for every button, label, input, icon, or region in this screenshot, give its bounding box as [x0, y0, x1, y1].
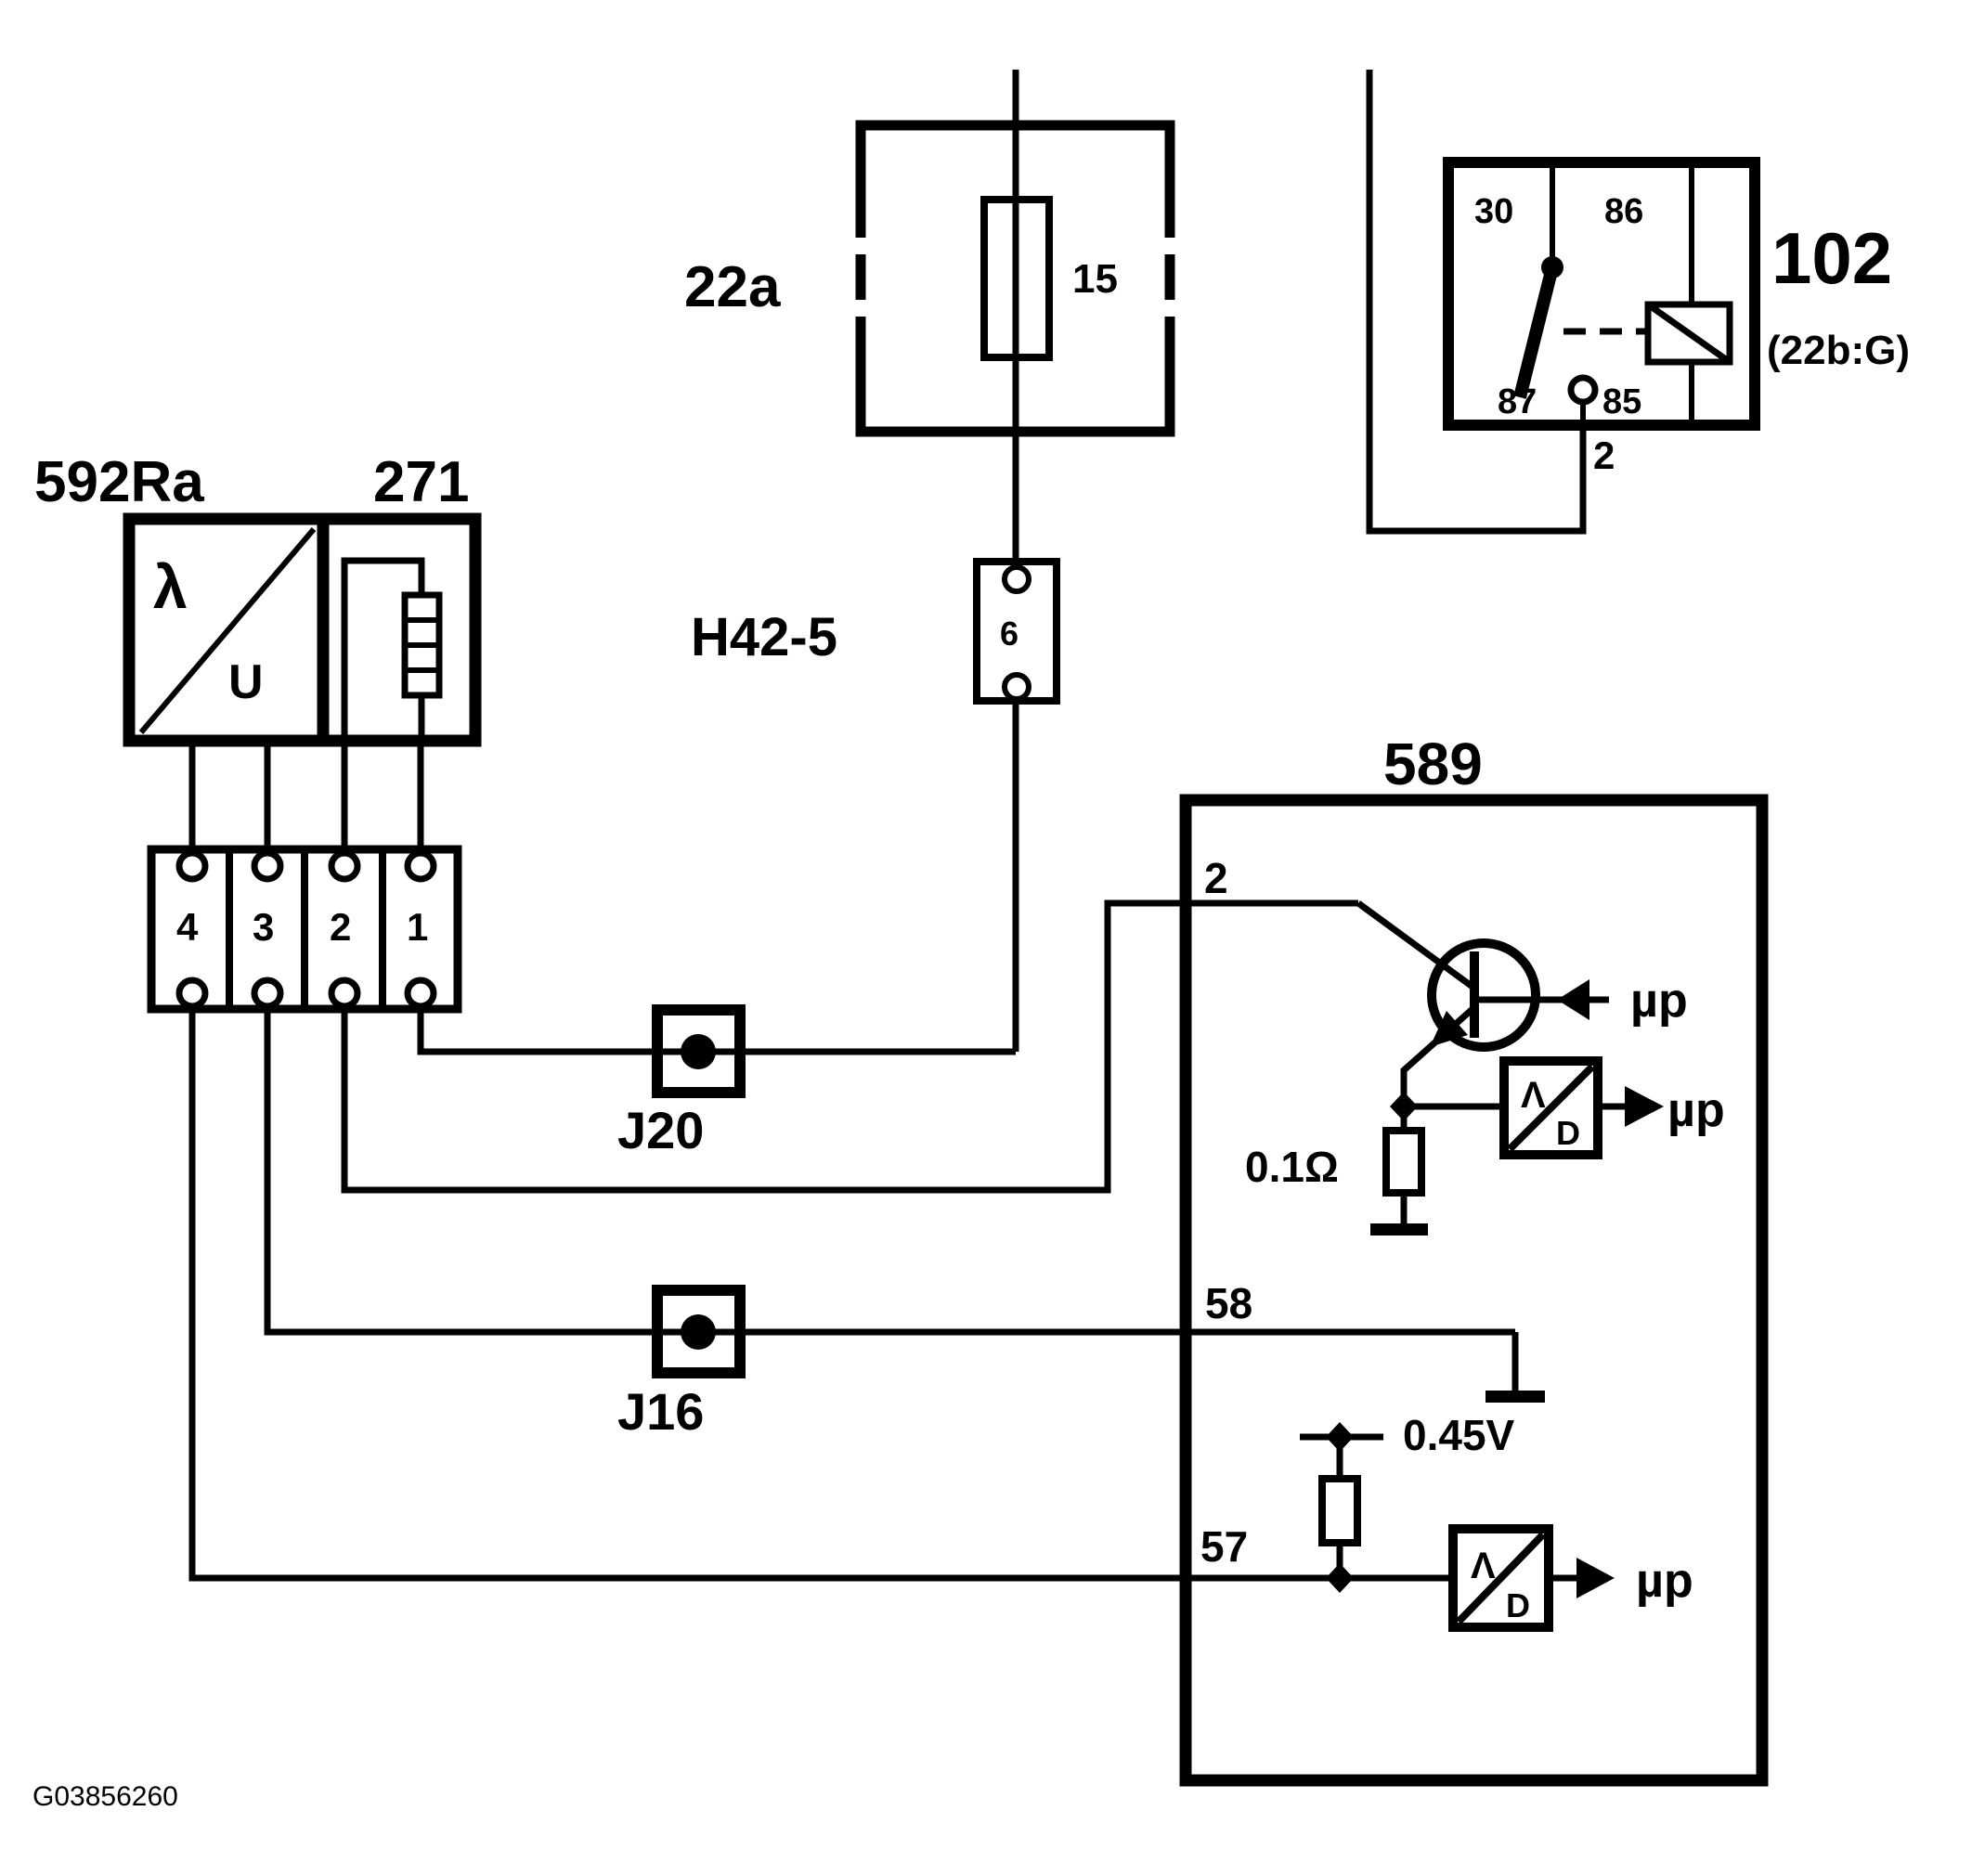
ground-bar-icon: [1370, 1223, 1428, 1236]
connector-terminal: [175, 977, 209, 1010]
relay-coil-diagonal: [1645, 302, 1732, 365]
ecu-pin57-label: 57: [1200, 1522, 1248, 1571]
j20-label: J20: [617, 1101, 704, 1159]
sensor-diagonal: [138, 527, 317, 734]
connector-pin-1: 1: [407, 905, 428, 949]
h42-terminal-top: [1002, 564, 1031, 594]
fuse-box-gap: [852, 300, 869, 317]
ecu-589: 589 2 µp Λ D µp 0.1Ω 58 57 0.45V: [1179, 731, 1769, 1787]
ad2-a-glyph: Λ: [1471, 1546, 1496, 1586]
shunt-resistor: [1382, 1127, 1425, 1197]
wire-pin2-ecu: [341, 899, 1358, 1194]
ecu-box: [1179, 794, 1769, 1787]
heater-lead-path: [341, 557, 425, 741]
ad1-diagonal: [1507, 1064, 1595, 1152]
wire-pin4-57: [188, 1009, 1453, 1582]
fuse-box-gap: [1161, 300, 1178, 317]
junction-diamond: [1326, 1563, 1354, 1593]
fuse-box-22a: 22a 15: [684, 120, 1178, 437]
connector-terminal: [175, 849, 209, 883]
connector-terminal: [251, 977, 284, 1010]
micro-label-1: µp: [1630, 974, 1688, 1028]
ad1-out-arrow-icon: [1625, 1086, 1664, 1127]
relay-pin-85: 85: [1602, 382, 1641, 421]
sensor-id-label: 592Ra: [34, 450, 204, 514]
fuse-box-label: 22a: [684, 255, 781, 319]
j20-box: [652, 1004, 746, 1098]
h42-pin-label: 6: [1000, 615, 1018, 653]
ad1-d-glyph: D: [1556, 1114, 1580, 1152]
wire-pin1-j20: [417, 1009, 1016, 1055]
relay-switch-arm: [1513, 265, 1559, 399]
ad2-out-arrow-icon: [1576, 1558, 1615, 1598]
ad2-diagonal: [1456, 1532, 1546, 1624]
connector-terminal: [404, 849, 437, 883]
relay-102: 30 86 87 85 102 (22b:G) 2: [1443, 157, 1910, 477]
fuse-box-gap: [852, 238, 869, 254]
fuse-box-gap: [1161, 238, 1178, 254]
base-arrow-left-icon: [1557, 979, 1589, 1020]
connector-h42-5: 6 H42-5: [691, 558, 1060, 705]
relay-pin-87: 87: [1498, 382, 1537, 421]
j16-dot: [681, 1314, 716, 1350]
fuse-box-outline: [855, 120, 1175, 437]
ecu-pin58-label: 58: [1205, 1279, 1252, 1327]
sensor-box: [123, 512, 482, 747]
wire-relay-out: [1366, 70, 1587, 535]
micro-label-3: µp: [1636, 1554, 1693, 1608]
wire-pin3-j16-58: [264, 1009, 1515, 1336]
wires: [188, 70, 1587, 1582]
connector-terminal: [328, 849, 361, 883]
splice-j16: J16: [617, 1285, 746, 1441]
h42-id-label: H42-5: [691, 607, 837, 667]
ecu-id-label: 589: [1383, 731, 1483, 797]
oxygen-sensor-assembly: λ U 592Ra 271: [34, 450, 482, 747]
relay-pin-30: 30: [1474, 192, 1513, 231]
vref-label: 0.45V: [1403, 1411, 1515, 1459]
relay-pin-86: 86: [1604, 192, 1643, 231]
connector-pin-4: 4: [176, 905, 199, 949]
connector-terminal: [251, 849, 284, 883]
relay-out-pin-label: 2: [1593, 433, 1615, 477]
transistor-collector: [1356, 900, 1475, 990]
j20-dot: [681, 1034, 716, 1069]
lambda-symbol: λ: [153, 552, 188, 621]
relay-87-contact: [1567, 374, 1599, 406]
ground-bar-icon: [1485, 1391, 1545, 1403]
relay-sub-label: (22b:G): [1767, 328, 1910, 373]
transistor-circle: [1427, 938, 1540, 1052]
connector-pin-3: 3: [253, 905, 274, 949]
j16-box: [652, 1285, 746, 1378]
micro-label-2: µp: [1667, 1083, 1725, 1137]
fuse-element-symbol: [980, 196, 1053, 361]
emitter-arrow: [1430, 1011, 1468, 1047]
figure-code-label: G03856260: [32, 1781, 178, 1812]
connector-terminal: [404, 977, 437, 1010]
h42-terminal-bottom: [1002, 672, 1031, 702]
relay-id-label: 102: [1771, 217, 1892, 299]
relay-box: [1443, 157, 1760, 431]
inline-connector: 4 3 2 1: [147, 845, 462, 1014]
u-symbol: U: [228, 655, 264, 709]
j16-label: J16: [617, 1382, 704, 1441]
ad2-d-glyph: D: [1506, 1586, 1530, 1624]
shunt-value-label: 0.1Ω: [1245, 1143, 1339, 1191]
connector-terminal: [328, 977, 361, 1010]
ecu-pin2-label: 2: [1204, 854, 1228, 902]
pullup-resistor: [1318, 1475, 1361, 1546]
heater-id-label: 271: [373, 450, 469, 514]
fuse-number-label: 15: [1072, 256, 1118, 302]
splice-j20: J20: [617, 1004, 746, 1159]
connector-pin-2: 2: [330, 905, 351, 949]
ad1-a-glyph: Λ: [1521, 1075, 1546, 1116]
